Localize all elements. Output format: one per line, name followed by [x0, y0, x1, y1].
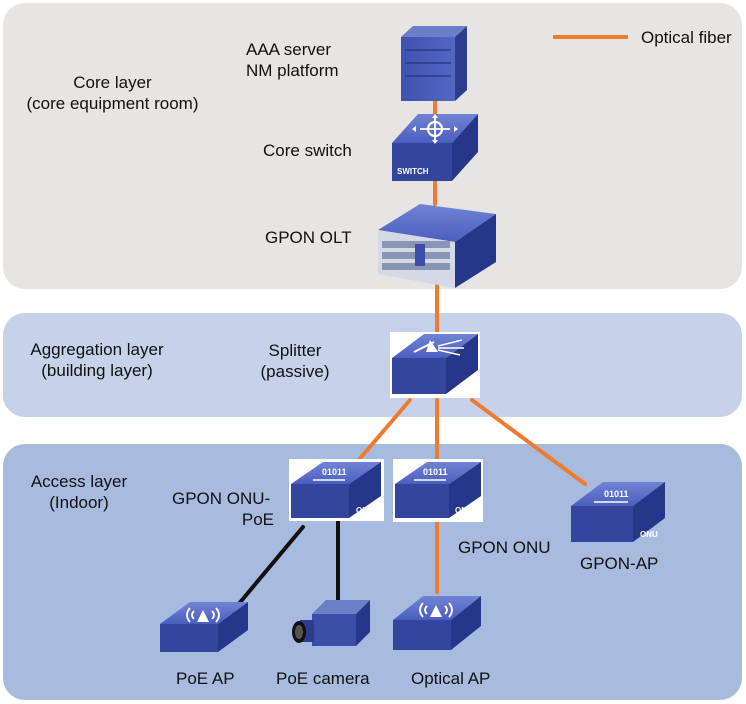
- olt-icon: [378, 204, 496, 288]
- onu-poe-label-line2: PoE: [241, 510, 274, 529]
- gpon-ap-badge: ONU: [640, 530, 658, 539]
- core-layer-title: Core layer: [73, 73, 152, 92]
- access-layer-title: Access layer: [30, 472, 128, 491]
- onu-poe-icon: 01011 ONU: [289, 459, 384, 521]
- poe-camera-label: PoE camera: [276, 669, 370, 688]
- core-layer-subtitle: (core equipment room): [26, 94, 199, 113]
- gpon-ap-bits: 01011: [604, 489, 629, 499]
- camera-icon: [292, 600, 370, 646]
- onu-poe-bits: 01011: [322, 467, 347, 477]
- server-icon: [401, 26, 467, 101]
- onu-poe-label-line1: GPON ONU-: [172, 489, 271, 508]
- splitter-label-line2: (passive): [260, 362, 330, 381]
- server-label-line2: NM platform: [246, 61, 339, 80]
- core-layer-label: Core layer (core equipment room): [10, 72, 215, 114]
- switch-icon: SWITCH: [392, 114, 478, 181]
- poe-ap-label: PoE AP: [176, 669, 235, 688]
- aggregation-layer-label: Aggregation layer (building layer): [12, 339, 182, 381]
- server-label: AAA server NM platform: [246, 39, 339, 81]
- core-switch-label: Core switch: [263, 141, 352, 160]
- onu-label: GPON ONU: [458, 538, 551, 557]
- fiber-links: [355, 98, 587, 594]
- switch-badge: SWITCH: [397, 167, 429, 176]
- core-layer-band: [3, 3, 742, 289]
- onu-badge: ONU: [455, 506, 473, 515]
- olt-label: GPON OLT: [265, 228, 352, 247]
- splitter-label: Splitter (passive): [245, 340, 345, 382]
- copper-onu-poe-ap: [230, 525, 305, 614]
- onu-poe-label: GPON ONU- PoE: [172, 488, 282, 530]
- copper-links: [230, 518, 340, 614]
- server-label-line1: AAA server: [246, 40, 332, 59]
- poe-ap-icon: [160, 602, 248, 652]
- splitter-icon: [390, 332, 480, 398]
- onu-bits: 01011: [423, 467, 448, 477]
- gpon-ap-icon: 01011 ONU: [571, 482, 665, 542]
- legend-fiber-label: Optical fiber: [641, 28, 732, 47]
- aggregation-layer-band: [3, 313, 742, 417]
- access-layer-label: Access layer (Indoor): [14, 471, 144, 513]
- splitter-label-line1: Splitter: [268, 341, 322, 360]
- access-layer-subtitle: (Indoor): [49, 493, 109, 512]
- optical-ap-label: Optical AP: [411, 669, 491, 688]
- optical-ap-icon: [393, 596, 481, 650]
- fiber-splitter-onu-poe: [355, 398, 412, 464]
- onu-icon: 01011 ONU: [393, 459, 483, 522]
- gpon-ap-label: GPON-AP: [580, 554, 659, 573]
- onu-poe-badge: ONU: [356, 506, 374, 515]
- aggregation-layer-title: Aggregation layer: [30, 340, 164, 359]
- fiber-splitter-gpon-ap: [470, 398, 587, 486]
- aggregation-layer-subtitle: (building layer): [41, 361, 153, 380]
